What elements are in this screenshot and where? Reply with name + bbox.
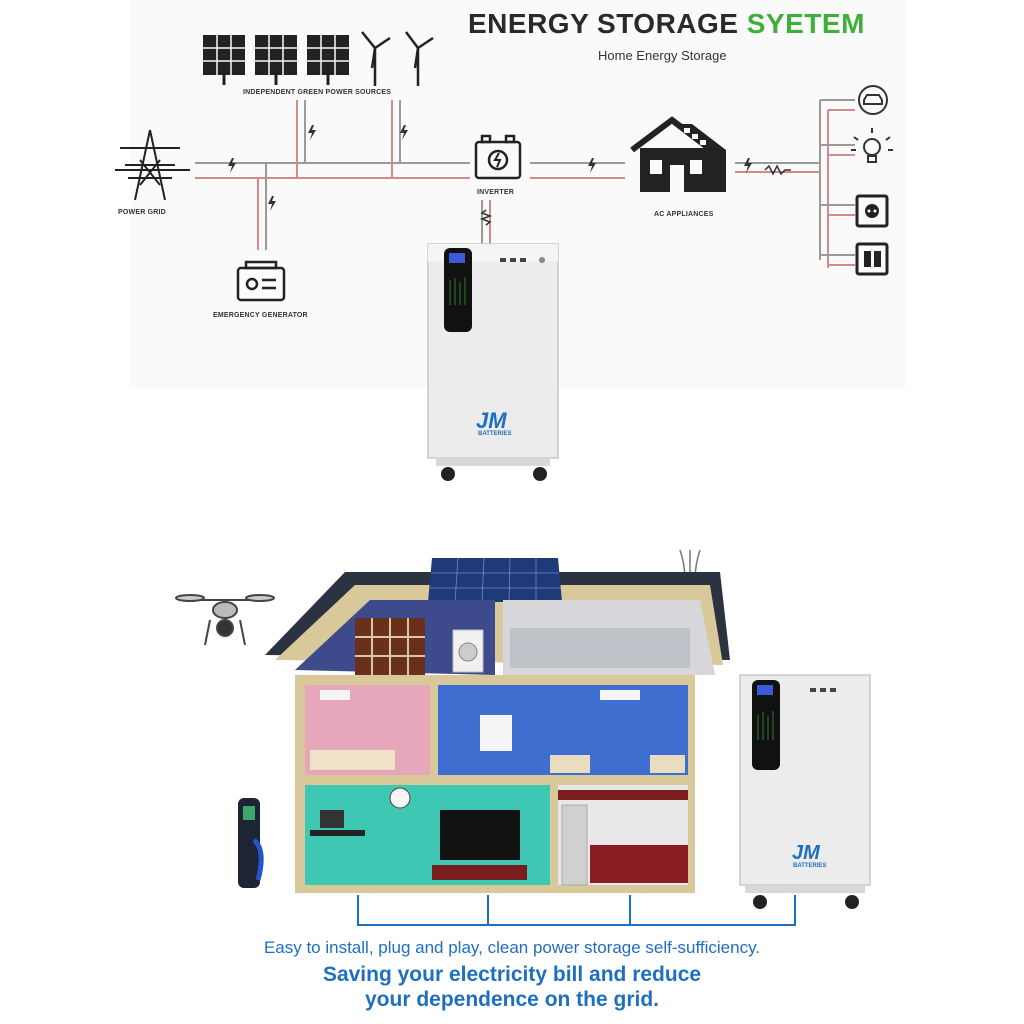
page-subtitle: Home Energy Storage — [598, 48, 727, 63]
bulb-icon — [851, 128, 893, 163]
bolt-marks — [228, 125, 752, 211]
thermostat — [480, 715, 512, 751]
brand-sub-right: BATTERIES — [793, 863, 827, 869]
title-part-2: SYETEM — [746, 8, 865, 39]
car-icon — [858, 85, 888, 115]
tagline-secondary-line-2: your dependence on the grid. — [364, 988, 660, 1011]
house-cutaway — [175, 549, 871, 926]
solar-panel-icon — [203, 35, 349, 85]
brand-logo-text: JM — [476, 408, 507, 433]
socket-icon — [855, 194, 889, 228]
battery-cabinet-right — [739, 674, 871, 909]
switch-icon — [855, 242, 889, 276]
tv — [440, 810, 520, 860]
generator-label: EMERGENCY GENERATOR — [213, 312, 308, 319]
wind-turbine-icon — [361, 31, 434, 86]
shelf-grid — [355, 618, 425, 676]
energy-flow-diagram — [115, 31, 893, 481]
tagline-secondary-line-1: Saving your electricity bill and reduce — [322, 963, 702, 986]
ev-charger-icon — [238, 798, 264, 888]
green-sources-label: INDEPENDENT GREEN POWER SOURCES — [243, 89, 392, 96]
power-grid-label: POWER GRID — [118, 209, 166, 216]
roof-solar-panel — [428, 557, 562, 603]
ac-appliances-label: AC APPLIANCES — [654, 211, 714, 218]
tagline-primary: Easy to install, plug and play, clean po… — [263, 938, 761, 957]
generator-icon — [236, 260, 286, 302]
inverter-label: INVERTER — [477, 189, 514, 196]
brand-logo-top: JM — [476, 408, 507, 434]
page-title: ENERGY STORAGE SYETEM — [468, 8, 865, 40]
tagline-secondary: Saving your electricity bill and reduce … — [0, 962, 1024, 1012]
resistor-icon — [764, 164, 791, 176]
power-tower-icon — [115, 129, 190, 201]
house-icon — [630, 116, 726, 192]
title-part-1: ENERGY STORAGE — [468, 8, 739, 39]
grid-lines — [195, 99, 855, 268]
battery-inverter-icon — [474, 134, 522, 180]
drone-icon — [175, 594, 275, 646]
resistor-icon — [479, 209, 493, 226]
brand-logo-right: JM — [792, 842, 820, 865]
connection-lines — [357, 895, 796, 926]
brand-logo-text: JM — [792, 842, 820, 864]
hvac-duct — [510, 628, 690, 668]
brand-sub-top: BATTERIES — [478, 431, 512, 437]
battery-cabinet — [427, 243, 559, 481]
